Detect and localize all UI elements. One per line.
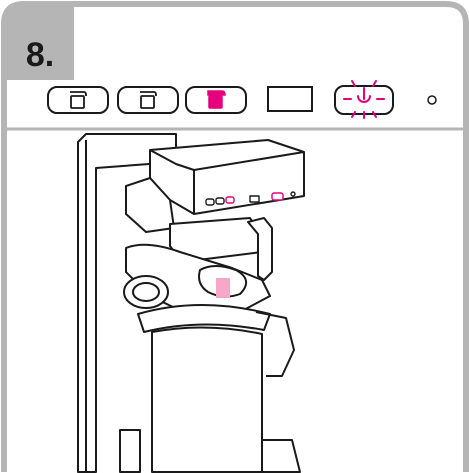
indicator-led [427,95,437,105]
jug-button-1[interactable] [47,86,109,114]
power-button[interactable] [334,80,394,119]
jug-icon [140,91,157,109]
thermos-jug [151,326,263,473]
display-window [267,86,313,112]
coffee-machine [77,133,305,473]
power-icon [357,87,371,103]
control-strip [47,80,437,119]
blink-rays [343,80,385,119]
jug-icon [207,90,226,109]
jug-button-3-active[interactable] [185,86,247,114]
jug-icon [70,91,87,109]
flow-indicator [216,278,230,298]
head-controls [205,191,296,206]
step-tab: 8. [6,18,74,80]
jug-button-2[interactable] [117,86,179,114]
step-number: 8. [25,35,55,74]
step-tab-bg [4,4,74,80]
